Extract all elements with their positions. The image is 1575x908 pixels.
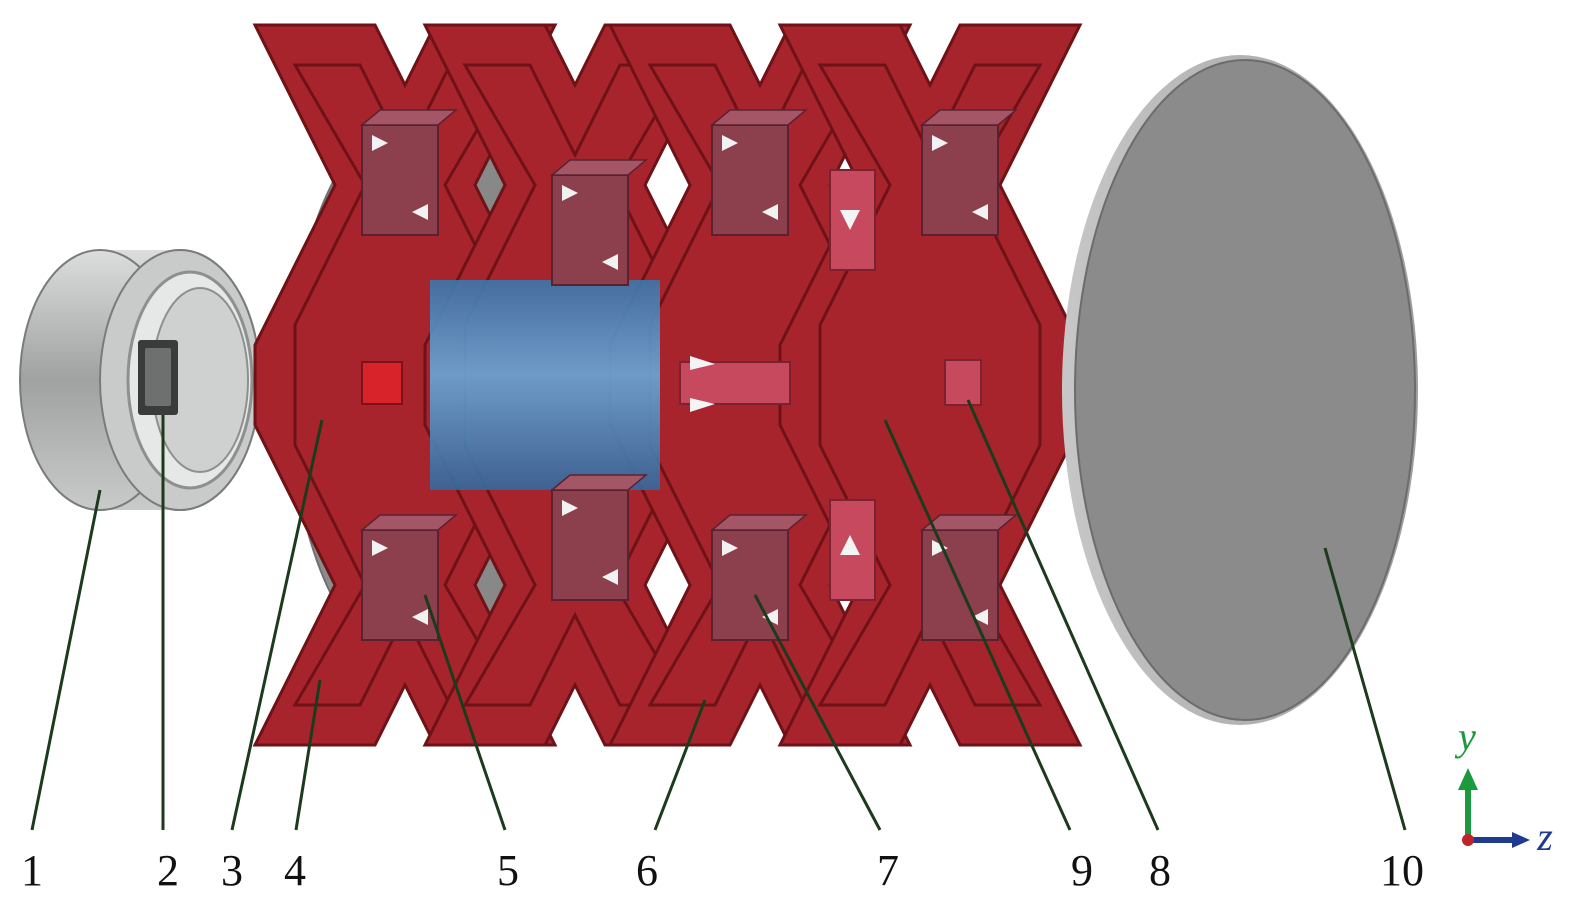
- blue-tube-front: [430, 280, 660, 490]
- leader-line-10: [1323, 547, 1407, 831]
- leader-line-8: [966, 399, 1160, 831]
- callout-10: 10: [1380, 846, 1424, 895]
- callout-labels: 1 2 3 4 5 6 7 9 8 10: [21, 846, 1424, 895]
- leader-line-6: [653, 699, 707, 831]
- leader-lines: [30, 399, 1407, 831]
- callout-1: 1: [21, 846, 43, 895]
- axis-y-label: y: [1454, 714, 1476, 759]
- leader-line-7: [753, 594, 882, 831]
- callout-8: 8: [1149, 846, 1171, 895]
- axis-z-label: z: [1536, 814, 1553, 859]
- callout-3: 3: [221, 846, 243, 895]
- callout-2: 2: [157, 846, 179, 895]
- callout-6: 6: [636, 846, 658, 895]
- red-marker-block: [361, 361, 403, 405]
- callout-7: 7: [877, 846, 899, 895]
- bearing: [19, 249, 261, 511]
- callout-9: 9: [1071, 846, 1093, 895]
- leader-line-1: [30, 489, 102, 831]
- leader-line-4: [294, 679, 322, 831]
- label-patch: [138, 340, 178, 415]
- callout-4: 4: [284, 846, 306, 895]
- callout-5: 5: [497, 846, 519, 895]
- leader-line-5: [423, 594, 507, 831]
- leader-line-3: [230, 419, 324, 831]
- leader-line-9: [883, 419, 1072, 831]
- gray-disc: [1062, 55, 1418, 725]
- clip-group: [679, 169, 982, 601]
- coordinate-triad-icon: y z: [1454, 714, 1553, 859]
